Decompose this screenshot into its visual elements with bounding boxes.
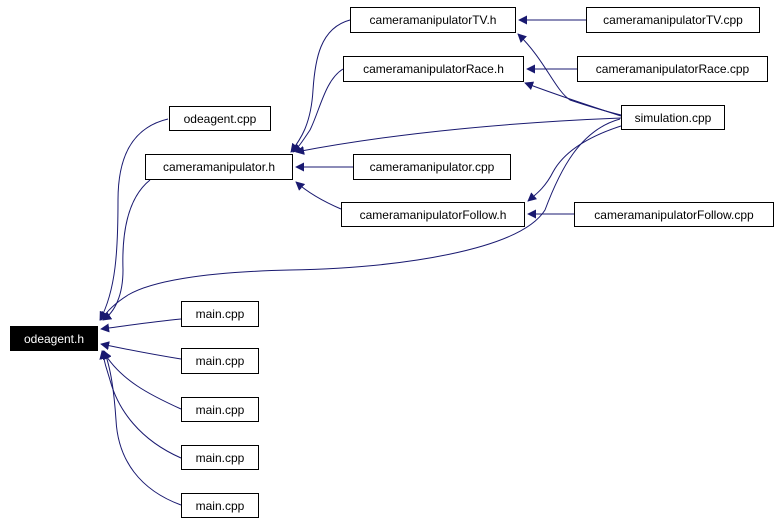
node-cameramanipulator-cpp[interactable]: cameramanipulator.cpp: [353, 154, 511, 180]
edge-main-5-to-odeagent-h: [103, 350, 182, 506]
edge-simulation-cpp-to-odeagent-h: [100, 118, 621, 321]
node-main-cpp-4[interactable]: main.cpp: [181, 445, 259, 470]
node-odeagent-cpp[interactable]: odeagent.cpp: [169, 106, 271, 131]
edge-camrace-h-to-camman-h: [292, 68, 344, 153]
edge-main-1-to-odeagent-h: [100, 318, 182, 333]
node-main-cpp-5[interactable]: main.cpp: [181, 493, 259, 518]
edge-odeagent-cpp-to-odeagent-h: [99, 118, 169, 321]
node-odeagent-h: odeagent.h: [10, 326, 98, 351]
node-cameramanipulatorfollow-cpp[interactable]: cameramanipulatorFollow.cpp: [574, 202, 774, 227]
node-cameramanipulatorfollow-h[interactable]: cameramanipulatorFollow.h: [341, 202, 525, 227]
node-cameramanipulatorrace-h[interactable]: cameramanipulatorRace.h: [343, 56, 524, 82]
edge-simulation-cpp-to-camfollow-h: [527, 125, 622, 202]
node-cameramanipulator-h[interactable]: cameramanipulator.h: [145, 154, 293, 180]
node-cameramanipulatortv-h[interactable]: cameramanipulatorTV.h: [350, 7, 516, 33]
edge-main-4-to-odeagent-h: [99, 350, 182, 459]
edge-camfollow-h-to-camman-h: [295, 181, 342, 210]
edge-simulation-cpp-to-camman-h: [295, 117, 622, 155]
node-simulation-cpp[interactable]: simulation.cpp: [621, 105, 725, 130]
edge-camman-h-to-odeagent-h: [102, 179, 151, 321]
edge-main-2-to-odeagent-h: [100, 341, 182, 360]
node-main-cpp-2[interactable]: main.cpp: [181, 348, 259, 374]
edge-camtv-h-to-camman-h: [290, 19, 351, 153]
node-cameramanipulatorrace-cpp[interactable]: cameramanipulatorRace.cpp: [577, 56, 768, 82]
node-main-cpp-1[interactable]: main.cpp: [181, 301, 259, 327]
edge-simulation-cpp-to-camrace-h: [524, 81, 622, 117]
node-cameramanipulatortv-cpp[interactable]: cameramanipulatorTV.cpp: [586, 7, 760, 33]
node-main-cpp-3[interactable]: main.cpp: [181, 397, 259, 422]
